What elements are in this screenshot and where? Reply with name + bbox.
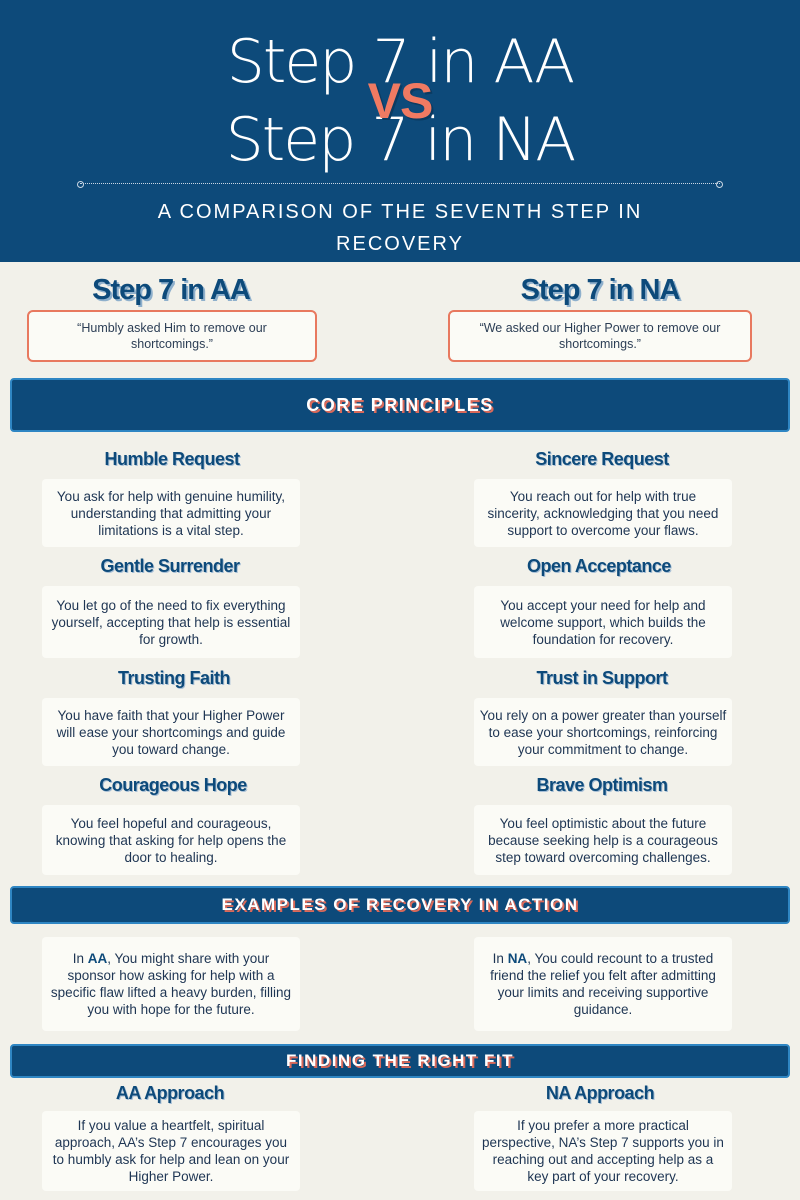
na-principle-text: You accept your need for help and welcom… [500, 597, 706, 647]
vs-label: VS [367, 73, 434, 129]
aa-principle-title: Courageous Hope [99, 775, 247, 795]
na-principle-card: You accept your need for help and welcom… [474, 586, 732, 658]
na-principle-text: You reach out for help with true sinceri… [487, 488, 719, 538]
aa-principle-title: Gentle Surrender [100, 556, 240, 576]
aa-principle-text: You feel hopeful and courageous, knowing… [55, 815, 287, 865]
na-principle-title: Sincere Request [535, 449, 669, 469]
aa-principle-text: You have faith that your Higher Power wi… [56, 707, 286, 757]
na-step-title: Step 7 in NA [520, 274, 681, 306]
main-title-na: Step 7 in NA [225, 105, 577, 175]
aa-approach-title: AA Approach [115, 1083, 225, 1103]
na-example-text: In NA, You could recount to a trusted fr… [482, 950, 724, 1018]
na-principle-title: Trust in Support [536, 668, 669, 688]
aa-approach-card: If you value a heartfelt, spiritual appr… [42, 1111, 300, 1191]
na-quote-box: “We asked our Higher Power to remove our… [448, 310, 752, 362]
na-approach-title: NA Approach [545, 1083, 655, 1103]
na-quote-text: “We asked our Higher Power to remove our… [479, 321, 721, 351]
aa-principle-text: You let go of the need to fix everything… [51, 597, 291, 647]
aa-example-card: In AA, You might share with your sponsor… [42, 937, 300, 1031]
aa-principle-title: Trusting Faith [118, 668, 231, 688]
core-principles-banner: CORE PRINCIPLES [10, 378, 790, 432]
aa-example-body: , You might share with your sponsor how … [50, 951, 292, 1017]
header-banner: Step 7 in AA Step 7 in NA VS A COMPARISO… [0, 0, 800, 262]
main-title-aa: Step 7 in AA [226, 27, 575, 97]
aa-quote-box: “Humbly asked Him to remove our shortcom… [27, 310, 317, 362]
aa-step-title: Step 7 in AA [92, 274, 251, 306]
na-principle-title: Open Acceptance [527, 556, 671, 576]
examples-heading: EXAMPLES OF RECOVERY IN ACTION [221, 895, 579, 914]
aa-quote-text: “Humbly asked Him to remove our shortcom… [77, 321, 267, 351]
na-principle-text: You rely on a power greater than yoursel… [479, 707, 727, 757]
na-example-card: In NA, You could recount to a trusted fr… [474, 937, 732, 1031]
aa-principle-card: You feel hopeful and courageous, knowing… [42, 805, 300, 875]
right-fit-heading: FINDING THE RIGHT FIT [286, 1051, 514, 1070]
na-approach-card: If you prefer a more practical perspecti… [474, 1111, 732, 1191]
na-principle-card: You feel optimistic about the future bec… [474, 805, 732, 875]
core-principles-heading: CORE PRINCIPLES [306, 394, 494, 415]
aa-example-bold: AA [87, 951, 108, 966]
header-divider [77, 181, 723, 188]
aa-principle-text: You ask for help with genuine humility, … [56, 488, 286, 538]
examples-banner: EXAMPLES OF RECOVERY IN ACTION [10, 886, 790, 924]
aa-approach-text: If you value a heartfelt, spiritual appr… [52, 1118, 290, 1184]
na-example-bold: NA [507, 951, 528, 966]
aa-example-text: In AA, You might share with your sponsor… [50, 950, 292, 1018]
na-principle-title: Brave Optimism [536, 775, 668, 795]
na-principle-text: You feel optimistic about the future bec… [488, 815, 718, 865]
aa-principle-title: Humble Request [104, 449, 240, 469]
na-example-prefix: In [492, 951, 508, 966]
na-approach-text: If you prefer a more practical perspecti… [482, 1118, 724, 1184]
aa-principle-card: You have faith that your Higher Power wi… [42, 698, 300, 766]
na-principle-card: You reach out for help with true sinceri… [474, 479, 732, 547]
subtitle: A COMPARISON OF THE SEVENTH STEP IN RECO… [157, 201, 643, 255]
na-principle-card: You rely on a power greater than yoursel… [474, 698, 732, 766]
right-fit-banner: FINDING THE RIGHT FIT [10, 1044, 790, 1078]
aa-principle-card: You let go of the need to fix everything… [42, 586, 300, 658]
na-example-body: , You could recount to a trusted friend … [490, 951, 716, 1017]
aa-example-prefix: In [72, 951, 88, 966]
aa-principle-card: You ask for help with genuine humility, … [42, 479, 300, 547]
